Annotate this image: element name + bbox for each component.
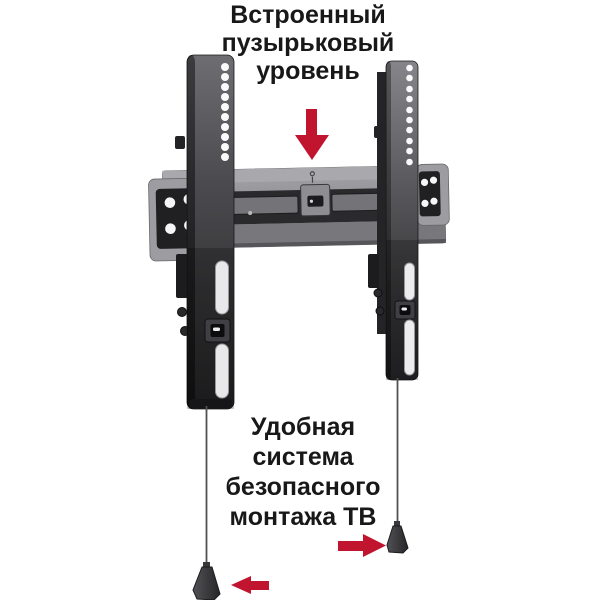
bottom-caption-line-4: монтажа ТВ: [229, 503, 377, 531]
left-cord-handle: [192, 562, 221, 600]
wall-plate-right-end: [415, 163, 450, 226]
right-rail-slot-lower: [404, 319, 415, 376]
left-vesa-rail: [175, 54, 235, 410]
right-cord-handle: [386, 521, 409, 554]
right-rail-bolt: [375, 306, 385, 316]
right-vesa-rail: [368, 60, 419, 381]
left-rail-side-tab: [175, 136, 185, 149]
plate-screw-dot: [248, 211, 253, 216]
left-rail-slot-upper: [215, 260, 229, 315]
right-arrow-icon: [338, 534, 386, 557]
left-rail-bolt: [177, 307, 187, 317]
right-rail-bolt: [373, 288, 383, 298]
top-caption-line-1: Встроенный: [230, 1, 386, 29]
left-rail-hook: [176, 254, 188, 298]
top-caption-line-2: пузырьковый: [221, 29, 395, 57]
left-arrow-icon: [231, 576, 269, 594]
bubble-level: [300, 171, 331, 217]
bottom-caption-line-3: безопасного: [225, 473, 381, 501]
left-rail-slot-lower: [215, 343, 229, 399]
top-caption: Встроенный пузырьковый уровень: [140, 1, 476, 85]
bottom-caption-line-1: Удобная: [250, 413, 356, 441]
bubble-level-vial: [307, 195, 324, 207]
bubble-level-bubble: [309, 199, 314, 203]
left-rail-vesa-holes: [221, 63, 229, 161]
bottom-caption-line-2: система: [252, 443, 354, 471]
left-rail-bottom-lip: [189, 399, 232, 408]
down-arrow-icon: [295, 109, 329, 160]
right-rail-lock: [394, 300, 416, 320]
right-rail-vesa-holes: [406, 64, 413, 166]
bottom-caption: Удобная система безопасного монтажа ТВ: [150, 412, 456, 532]
left-rail-lock: [204, 318, 231, 343]
right-rail-side-tab: [374, 126, 383, 138]
wall-mounting-holes-right: [420, 176, 438, 207]
top-caption-line-3: уровень: [256, 57, 360, 85]
right-rail-hook: [368, 254, 379, 288]
right-rail-slot-upper: [404, 262, 415, 301]
